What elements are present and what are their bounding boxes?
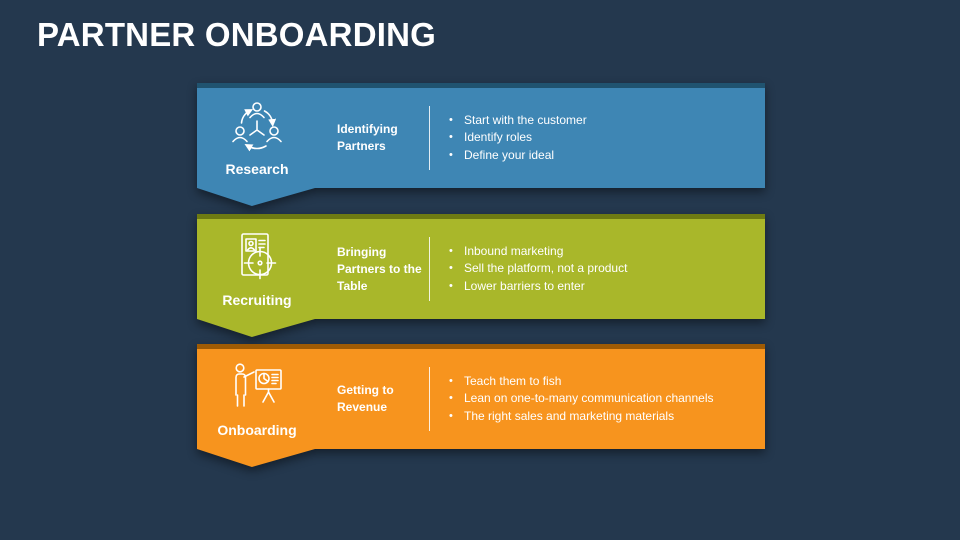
bullet-text: Start with the customer [464,112,587,127]
bullet-item: • Lean on one-to-many communication chan… [449,390,713,408]
stage-icon-cell: Onboarding [197,361,317,438]
banner-top-strip [197,214,765,219]
banner-body: Onboarding Getting to Revenue • Teach th… [197,349,765,449]
stage-name-label: Research [225,160,289,177]
presenter-board-icon [228,361,286,417]
target-resume-icon [228,231,286,287]
vertical-divider [429,367,430,431]
bullet-item: • Teach them to fish [449,373,713,391]
bullet-list: • Teach them to fish • Lean on one-to-ma… [449,373,723,426]
bullet-text: Identify roles [464,130,533,145]
bullet-item: • Start with the customer [449,112,587,130]
banner-top-strip [197,83,765,88]
bullet-marker: • [449,244,453,257]
stage-banner-onboarding: Onboarding Getting to Revenue • Teach th… [197,344,765,467]
bullet-text: Sell the platform, not a product [464,261,628,276]
bullet-item: • Sell the platform, not a product [449,260,627,278]
bullet-text: Lean on one-to-many communication channe… [464,391,714,406]
stage-name-label: Recruiting [222,291,292,308]
bullet-item: • Identify roles [449,129,587,147]
vertical-divider [429,237,430,301]
bullet-list: • Start with the customer • Identify rol… [449,112,597,165]
chevron-tail [197,319,315,337]
bullet-list: • Inbound marketing • Sell the platform,… [449,243,637,296]
bullet-marker: • [449,148,453,161]
banner-body: Recruiting Bringing Partners to the Tabl… [197,219,765,319]
bullet-text: The right sales and marketing materials [464,408,675,423]
bullet-text: Lower barriers to enter [464,278,585,293]
bullet-marker: • [449,374,453,387]
bullet-item: • Inbound marketing [449,243,627,261]
stage-banner-research: Research Identifying Partners • Start wi… [197,83,765,206]
stage-icon-cell: Recruiting [197,231,317,308]
bullet-marker: • [449,131,453,144]
bullet-marker: • [449,392,453,405]
bullet-text: Teach them to fish [464,373,562,388]
vertical-divider [429,106,430,170]
stage-name-label: Onboarding [217,421,297,438]
bullet-marker: • [449,262,453,275]
chevron-tail [197,188,315,206]
bullet-item: • The right sales and marketing material… [449,408,713,426]
stage-banner-recruiting: Recruiting Bringing Partners to the Tabl… [197,214,765,337]
stage-heading: Getting to Revenue [337,383,394,414]
page-title: PARTNER ONBOARDING [37,16,436,53]
banner-top-strip [197,344,765,349]
bullet-text: Inbound marketing [464,243,564,258]
bullet-marker: • [449,409,453,422]
stage-heading: Identifying Partners [337,122,398,153]
bullet-item: • Define your ideal [449,147,587,165]
bullet-text: Define your ideal [464,147,555,162]
bullet-marker: • [449,279,453,292]
stage-icon-cell: Research [197,100,317,177]
team-network-icon [228,100,286,156]
banner-body: Research Identifying Partners • Start wi… [197,88,765,188]
bullet-marker: • [449,113,453,126]
stage-heading: Bringing Partners to the Table [337,244,422,293]
bullet-item: • Lower barriers to enter [449,278,627,296]
chevron-tail [197,449,315,467]
